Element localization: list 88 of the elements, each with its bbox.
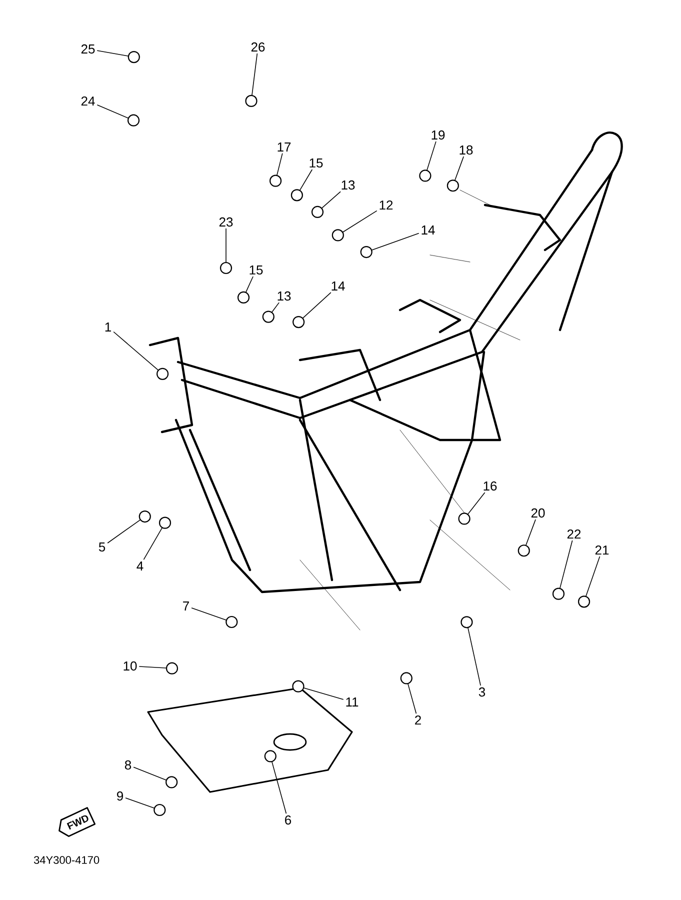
leader-line: [300, 169, 312, 190]
part-drawing: [290, 189, 303, 202]
part-drawing: [237, 291, 250, 304]
callout-number: 5: [98, 542, 106, 552]
part-drawing: [446, 180, 459, 192]
callout-number: 15: [250, 265, 263, 275]
callout-number: 1: [105, 322, 111, 332]
callout-number: 20: [531, 508, 545, 518]
drawing-code: 34Y300-4170: [34, 856, 100, 864]
leader-line: [322, 191, 341, 208]
fwd-arrow-sign: FWD: [58, 807, 96, 837]
callout-number: 4: [136, 562, 144, 570]
part-drawing: [552, 588, 565, 600]
callout-number: 3: [478, 687, 486, 697]
callout-number: 18: [460, 145, 473, 155]
part-drawing: [264, 750, 276, 762]
callout-number: 15: [310, 158, 323, 168]
leader-line: [426, 141, 436, 170]
leader-line: [302, 292, 332, 318]
callout-number: 26: [251, 42, 265, 52]
callout-number: 17: [278, 142, 291, 152]
leader-line: [272, 302, 280, 312]
part-drawing: [166, 776, 178, 788]
callout-number: 16: [484, 481, 497, 491]
callout-number: 13: [342, 180, 355, 190]
part-drawing: [220, 262, 232, 274]
leader-line: [133, 766, 166, 780]
part-drawing: [226, 616, 238, 628]
leader-line: [372, 232, 419, 250]
leader-line: [252, 53, 258, 96]
part-drawing: [156, 368, 169, 380]
leader-line: [560, 540, 573, 588]
part-drawing: [400, 672, 412, 684]
part-drawing: [332, 229, 344, 242]
callout-number: 22: [567, 529, 581, 539]
callout-number: 7: [183, 602, 189, 610]
part-drawing: [518, 544, 530, 557]
part-drawing: [311, 206, 324, 218]
callout-number: 21: [595, 545, 609, 555]
part-drawing: [460, 616, 473, 628]
part-drawing: [154, 804, 166, 816]
leader-line: [276, 153, 283, 176]
leader-line: [526, 519, 536, 546]
callout-number: 11: [346, 698, 358, 706]
leader-line: [246, 276, 254, 292]
callout-number: 10: [124, 661, 137, 671]
leader-line: [113, 332, 158, 370]
part-drawing: [578, 596, 590, 608]
leader-line: [454, 156, 464, 180]
part-drawing: [292, 316, 305, 328]
leader-line: [97, 50, 128, 56]
callout-number: 25: [81, 44, 95, 54]
part-drawing: [127, 114, 140, 126]
part-drawing: [360, 246, 372, 258]
callout-number: 14: [422, 226, 435, 234]
leader-line: [468, 492, 486, 514]
part-drawing: [166, 662, 178, 674]
callout-number: 12: [380, 200, 393, 210]
part-drawing: [458, 512, 470, 525]
part-drawing: [270, 174, 282, 187]
leader-line: [97, 104, 128, 118]
leader-line: [143, 528, 162, 560]
callout-number: 24: [81, 96, 95, 106]
part-drawing: [245, 94, 258, 107]
callout-number: 14: [332, 282, 345, 290]
callout-number: 13: [278, 291, 291, 301]
callout-number: 6: [285, 815, 292, 825]
part-drawing: [128, 51, 140, 64]
leader-line: [304, 688, 344, 700]
leader-line: [107, 520, 140, 544]
callout-number: 9: [117, 791, 123, 801]
leader-line: [125, 798, 154, 808]
leader-line: [468, 628, 481, 686]
part-drawing: [138, 510, 151, 523]
callout-number: 23: [219, 217, 233, 227]
part-drawing: [158, 516, 172, 529]
leader-line: [139, 666, 166, 668]
leader-line: [408, 684, 417, 714]
part-drawing: [292, 680, 304, 692]
callout-number: 2: [415, 715, 421, 725]
part-drawing: [419, 170, 432, 182]
callout-number: 19: [432, 130, 445, 140]
leader-line: [191, 608, 226, 620]
callout-number: 8: [124, 760, 132, 770]
leader-line: [586, 556, 600, 596]
leader-line: [272, 762, 287, 814]
part-drawing: [262, 310, 274, 323]
leader-line: [342, 210, 377, 232]
